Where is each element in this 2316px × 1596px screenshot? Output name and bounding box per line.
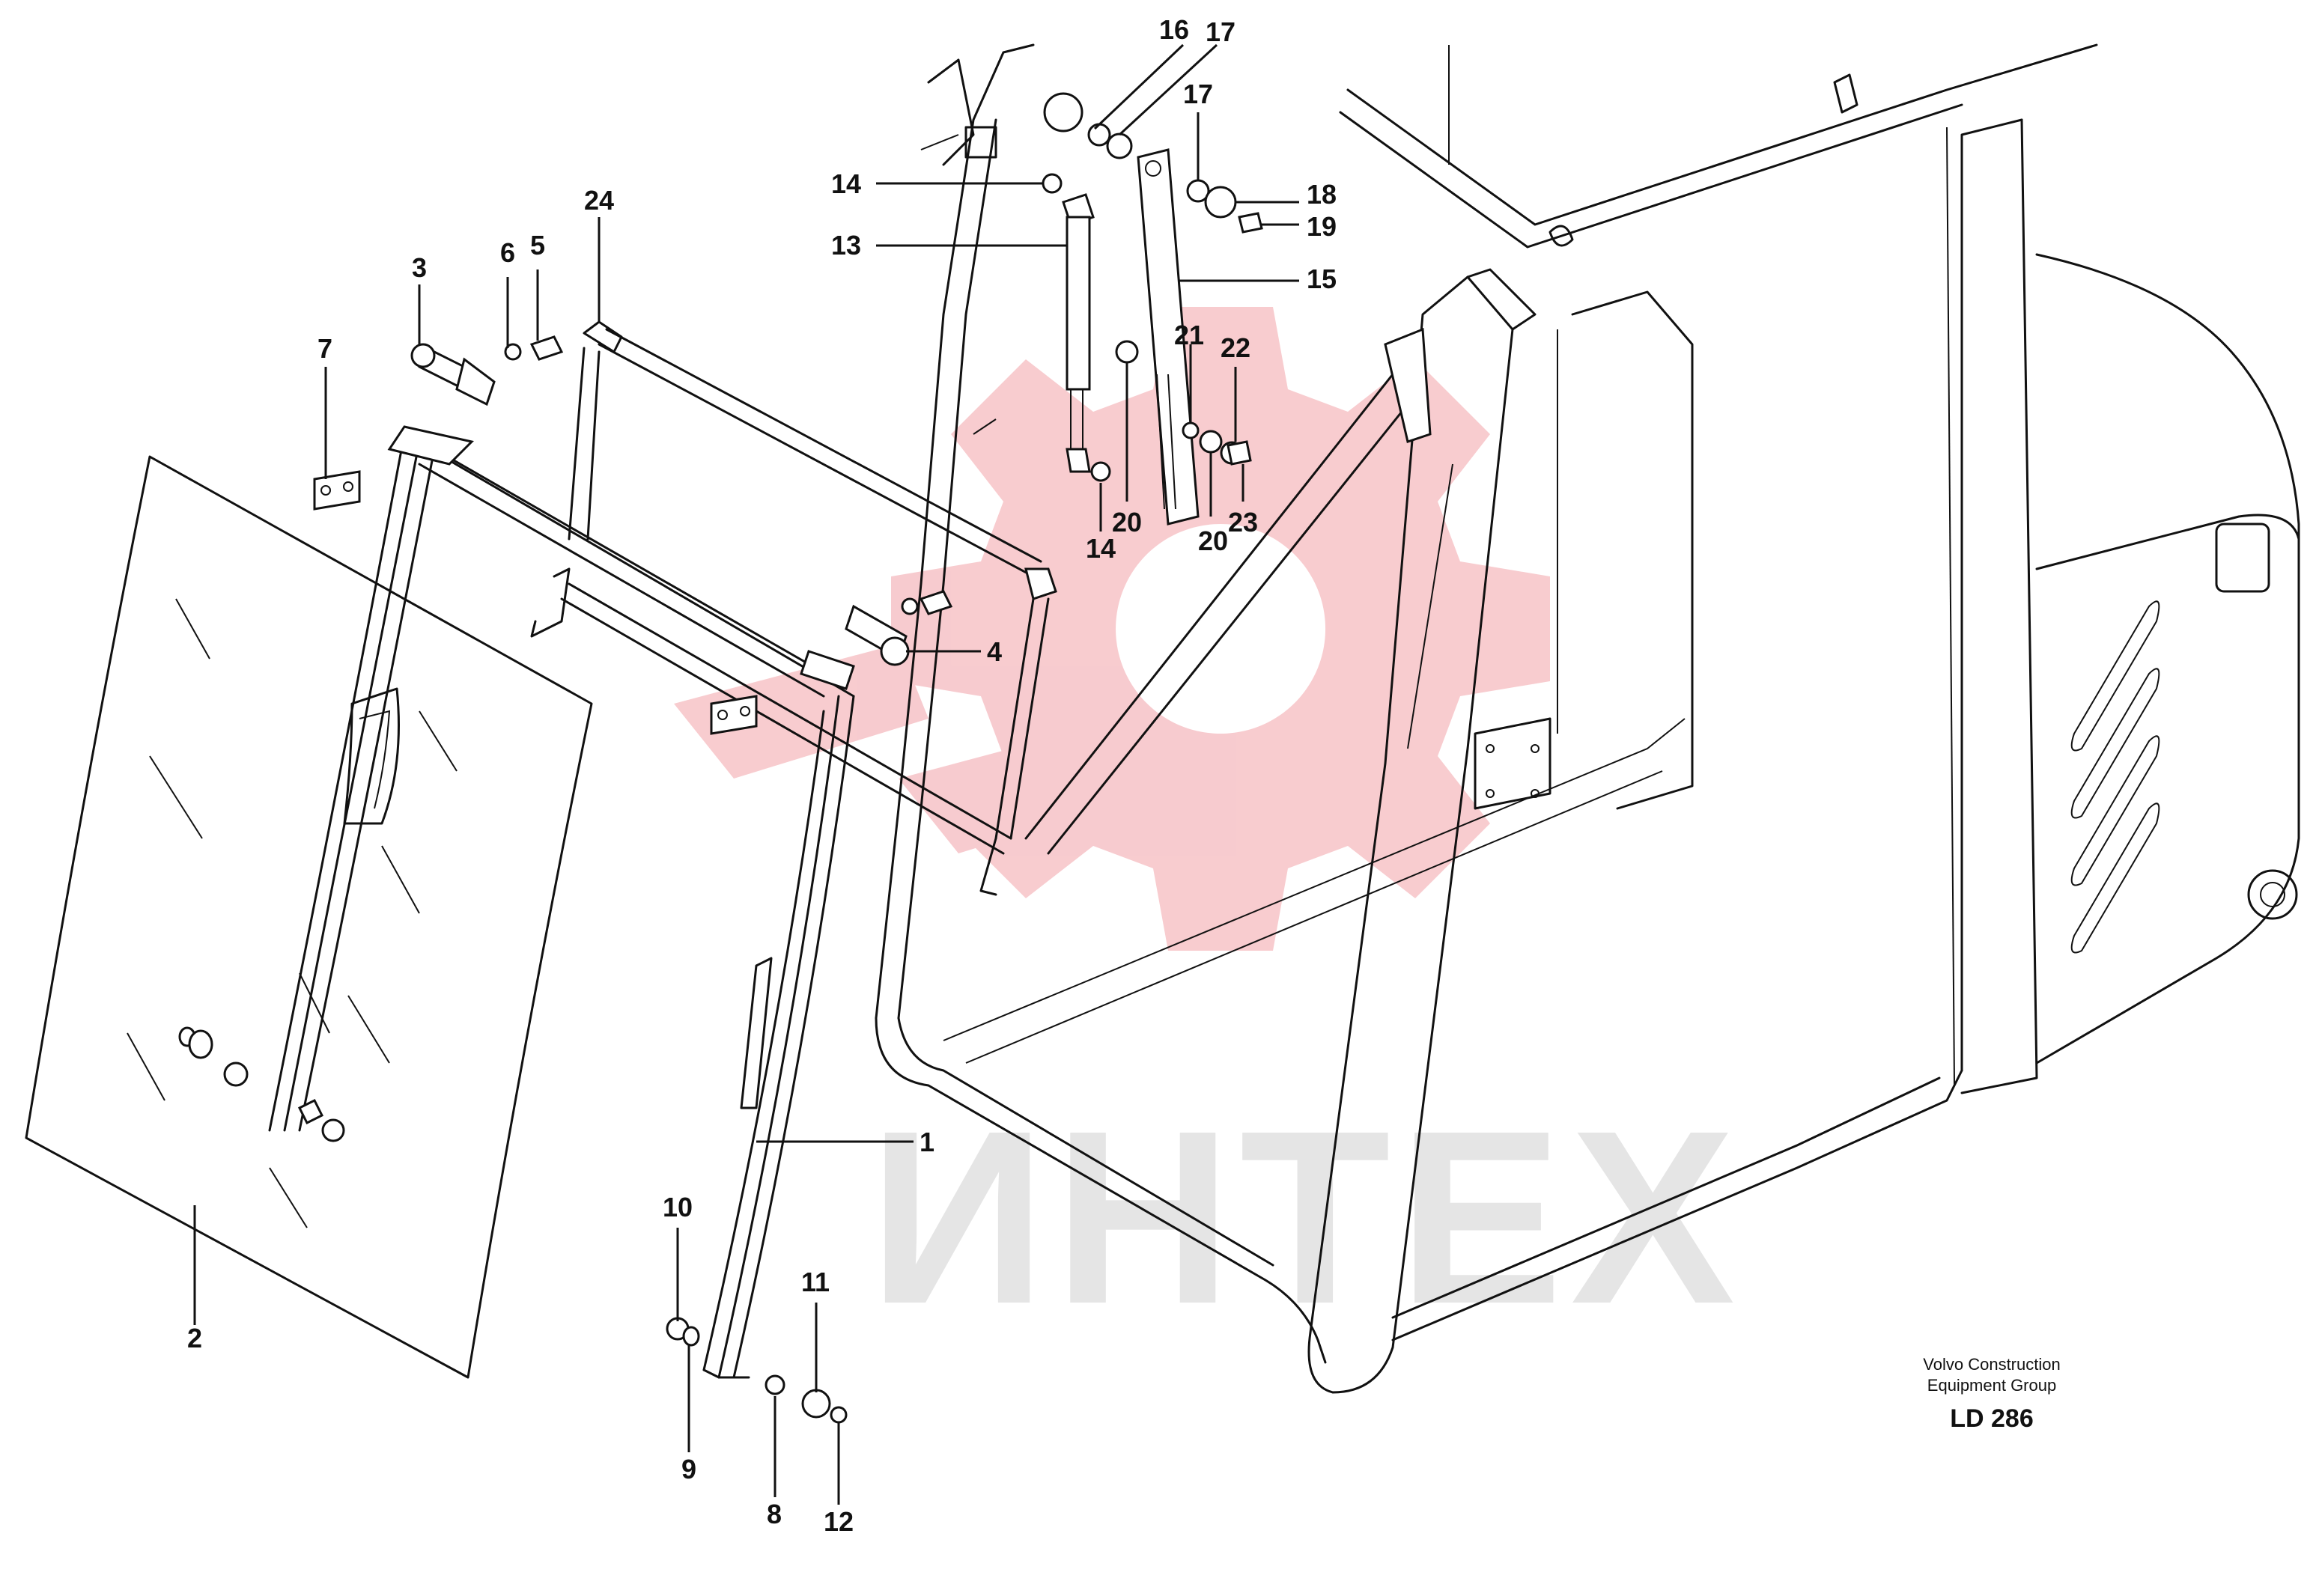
callout-12: 12 <box>824 1506 854 1537</box>
footer-brand: Volvo Construction Equipment Group LD 28… <box>1923 1355 2060 1433</box>
callout-24: 24 <box>584 185 614 216</box>
drawing-code: LD 286 <box>1950 1404 2034 1433</box>
lower-hardware-frame <box>666 1317 848 1424</box>
callout-17a: 17 <box>1206 16 1235 47</box>
hinge-lower <box>710 590 953 735</box>
leader-lines <box>193 43 1299 1505</box>
callout-9: 9 <box>681 1454 696 1484</box>
callout-20b: 20 <box>1198 526 1228 556</box>
callout-22: 22 <box>1221 332 1250 363</box>
callout-7: 7 <box>317 333 332 364</box>
watermark-text: ИНТЕХ <box>869 1079 1742 1355</box>
callout-21: 21 <box>1174 320 1204 350</box>
callout-6: 6 <box>500 237 515 268</box>
callout-20a: 20 <box>1112 507 1142 537</box>
callout-14b: 14 <box>1086 533 1116 564</box>
cab-frame <box>875 43 2300 1394</box>
lower-hardware-glass <box>178 1026 345 1142</box>
brand-line-2: Equipment Group <box>1927 1376 2056 1395</box>
callout-13: 13 <box>831 230 861 261</box>
hinge-upper <box>313 335 564 511</box>
callout-18: 18 <box>1307 179 1337 210</box>
gas-strut-assembly <box>1042 92 1263 526</box>
callout-5: 5 <box>530 230 545 261</box>
callout-2: 2 <box>187 1323 202 1353</box>
vent-slots <box>2070 600 2160 954</box>
watermark-gear-icon <box>891 307 1550 951</box>
callout-labels: 1 2 3 4 5 6 7 8 9 10 11 12 13 14 14 15 1… <box>187 14 1337 1537</box>
watermark-arrow-right <box>899 719 1153 853</box>
callout-15: 15 <box>1307 264 1337 294</box>
callout-4: 4 <box>987 636 1002 667</box>
callout-16: 16 <box>1159 14 1189 45</box>
part-1-door-frame <box>268 433 855 1379</box>
watermark-arrow-left <box>674 644 928 779</box>
watermark-gear-logo <box>674 307 1550 951</box>
callout-17b: 17 <box>1183 79 1213 109</box>
callout-10: 10 <box>663 1192 693 1222</box>
callout-8: 8 <box>767 1499 782 1529</box>
part-2-glass-pane <box>25 455 593 1379</box>
callout-11: 11 <box>801 1267 830 1297</box>
brand-line-1: Volvo Construction <box>1923 1355 2060 1374</box>
callout-1: 1 <box>920 1127 934 1157</box>
callout-23: 23 <box>1228 507 1258 537</box>
callout-3: 3 <box>412 252 427 283</box>
callout-14a: 14 <box>831 168 861 199</box>
callout-19: 19 <box>1307 211 1337 242</box>
part-24-frame-bar <box>530 320 1057 896</box>
